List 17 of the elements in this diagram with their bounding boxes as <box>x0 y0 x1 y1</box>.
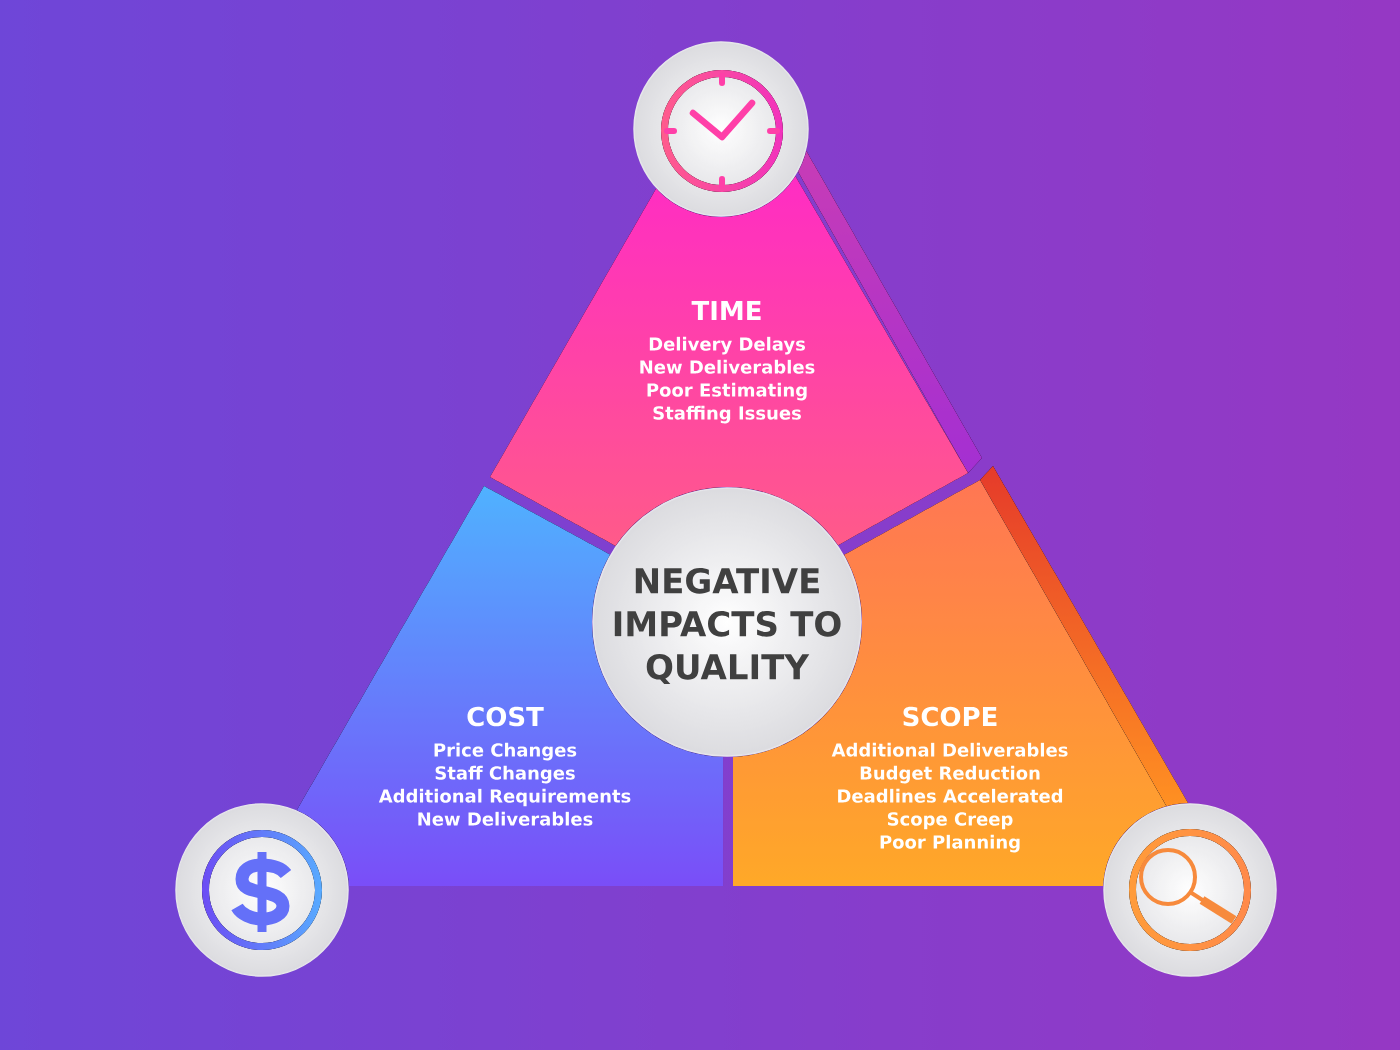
list-item: Additional Requirements <box>378 788 631 807</box>
list-item: New Deliverables <box>640 359 815 374</box>
list-item: New Deliverables <box>418 811 593 826</box>
list-item: Staff Changes <box>435 765 575 784</box>
heading: SCOPE <box>903 706 997 727</box>
list-item: Additional Deliverables <box>831 742 1068 757</box>
circle-title: NEGATIVE IMPACTS TO QUALITY <box>614 567 841 685</box>
list-item: Deadlines Accelerated <box>838 788 1063 803</box>
list-item: Price Changes <box>434 742 577 761</box>
list-item: Scope Creep <box>887 812 1013 830</box>
list-item: Delivery Delays <box>649 336 805 355</box>
heading: TIME <box>691 301 761 320</box>
list-item: Poor Estimating <box>647 382 807 401</box>
list-item: Poor Planning <box>880 834 1020 853</box>
list-item: Budget Reduction <box>860 765 1040 784</box>
list-item: Staffing Issues <box>653 405 801 424</box>
heading: COST <box>467 706 544 727</box>
